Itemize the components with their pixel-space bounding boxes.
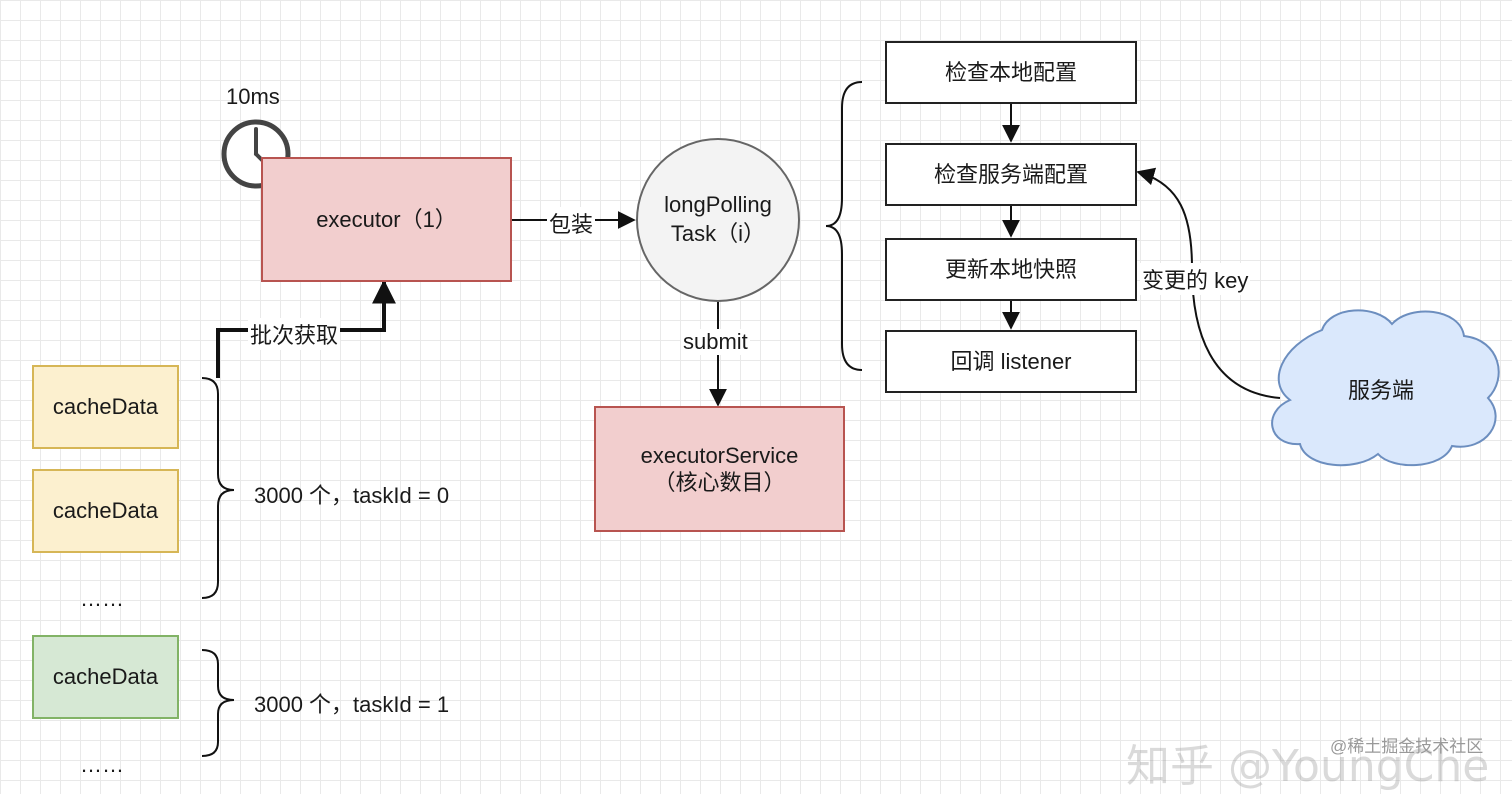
long-polling-line2: Task（i） <box>670 221 766 246</box>
cache-data-item: cacheData <box>32 635 179 719</box>
step-check-local-config: 检查本地配置 <box>885 41 1137 104</box>
group0-brace <box>201 377 235 599</box>
changed-key-label: 变更的 key <box>1140 263 1251 295</box>
cache-data-item: cacheData <box>32 469 179 553</box>
long-polling-task: longPolling Task（i） <box>636 138 800 302</box>
timer-label: 10ms <box>226 84 280 109</box>
steps-brace <box>825 81 863 371</box>
group0-label: 3000 个，taskId = 0 <box>254 483 450 508</box>
executor-service-line1: executorService <box>640 442 799 468</box>
ellipsis-group1: …… <box>80 752 124 777</box>
batch-fetch-label: 批次获取 <box>248 318 341 350</box>
juejin-watermark: @稀土掘金技术社区 <box>1330 737 1484 756</box>
connector-layer <box>201 81 1500 757</box>
ellipsis-group0: …… <box>80 586 124 611</box>
wrap-label: 包装 <box>547 207 596 239</box>
step-callback-listener: 回调 listener <box>885 330 1137 393</box>
cache-data-item: cacheData <box>32 365 179 449</box>
step-update-local-snapshot: 更新本地快照 <box>885 238 1137 301</box>
submit-label: submit <box>681 329 750 355</box>
group1-label: 3000 个，taskId = 1 <box>254 692 450 717</box>
group1-brace <box>201 649 235 757</box>
cloud-shape <box>1271 309 1500 467</box>
server-label: 服务端 <box>1348 378 1415 403</box>
executor-service-box: executorService （核心数目） <box>594 406 845 532</box>
step-check-server-config: 检查服务端配置 <box>885 143 1137 206</box>
long-polling-line1: longPolling <box>664 192 772 218</box>
executor-service-line2: （核心数目） <box>653 470 786 495</box>
executor-box: executor（1） <box>261 157 512 282</box>
